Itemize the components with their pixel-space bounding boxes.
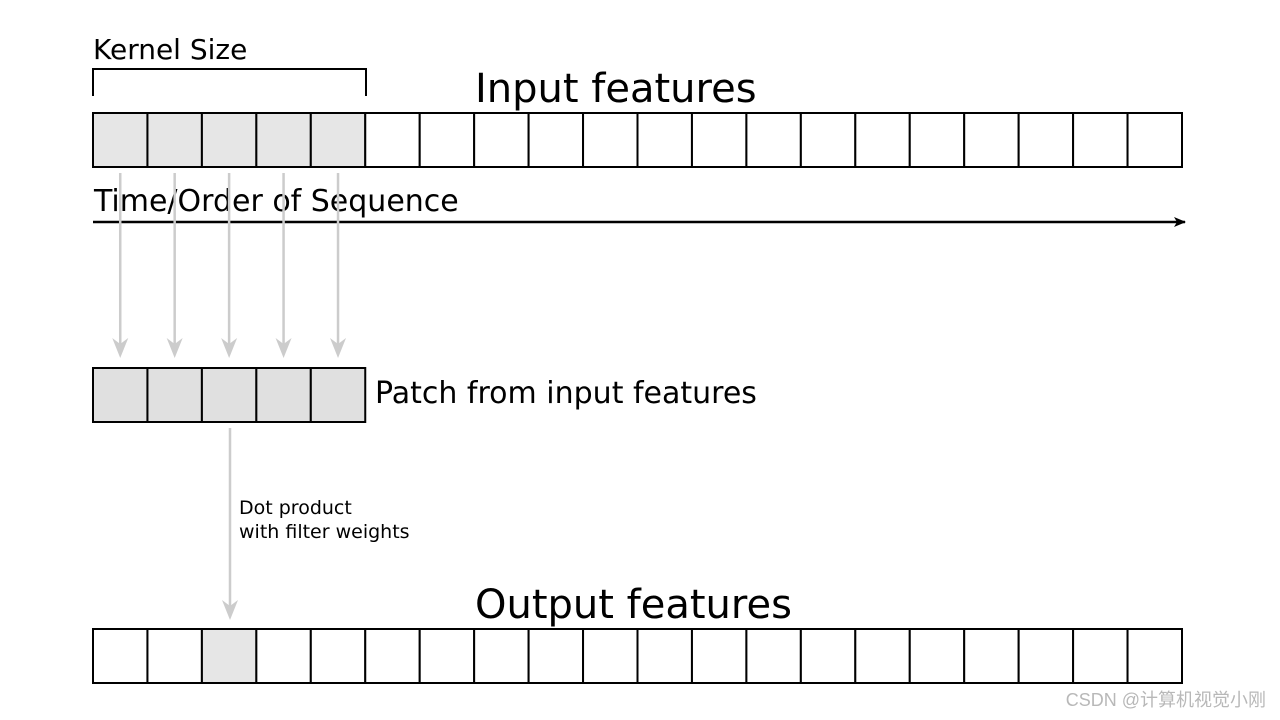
dot-product-label-line1: Dot product bbox=[239, 497, 352, 519]
input-feature-cell bbox=[582, 112, 639, 168]
kernel-size-bracket bbox=[92, 68, 367, 96]
input-feature-cell bbox=[309, 112, 367, 168]
kernel-size-label: Kernel Size bbox=[93, 33, 247, 66]
patch-row bbox=[92, 367, 367, 423]
input-feature-cell bbox=[963, 112, 1020, 168]
patch-label: Patch from input features bbox=[375, 376, 757, 411]
input-feature-cell bbox=[1072, 112, 1129, 168]
output-feature-cell bbox=[200, 628, 258, 684]
output-feature-cell bbox=[854, 628, 911, 684]
input-feature-cell bbox=[636, 112, 693, 168]
input-features-title: Input features bbox=[475, 66, 757, 112]
output-feature-cell bbox=[146, 628, 203, 684]
output-feature-cell bbox=[92, 628, 149, 684]
input-feature-cell bbox=[200, 112, 258, 168]
output-feature-cell bbox=[1017, 628, 1075, 684]
patch-arrows bbox=[112, 173, 347, 358]
output-feature-cell bbox=[963, 628, 1020, 684]
input-feature-cell bbox=[690, 112, 748, 168]
output-feature-cell bbox=[418, 628, 476, 684]
input-feature-row bbox=[92, 112, 1184, 168]
output-feature-cell bbox=[582, 628, 639, 684]
input-feature-cell bbox=[745, 112, 802, 168]
watermark: CSDN @计算机视觉小刚 bbox=[1065, 690, 1266, 710]
output-feature-cell bbox=[255, 628, 312, 684]
input-feature-cell bbox=[527, 112, 585, 168]
input-feature-cell bbox=[473, 112, 530, 168]
output-features-title: Output features bbox=[475, 582, 792, 628]
patch-cell bbox=[255, 367, 312, 423]
patch-cell bbox=[309, 367, 367, 423]
input-feature-cell bbox=[418, 112, 476, 168]
patch-arrow bbox=[275, 173, 292, 358]
output-feature-cell bbox=[745, 628, 802, 684]
patch-arrow bbox=[221, 173, 238, 358]
time-order-label: Time/Order of Sequence bbox=[93, 184, 459, 219]
dot-product-label-line2: with filter weights bbox=[239, 521, 410, 543]
output-feature-cell bbox=[799, 628, 857, 684]
input-feature-cell bbox=[255, 112, 312, 168]
input-feature-cell bbox=[92, 112, 149, 168]
input-feature-cell bbox=[364, 112, 421, 168]
input-feature-cell bbox=[854, 112, 911, 168]
output-feature-row bbox=[92, 628, 1184, 684]
patch-arrow bbox=[330, 173, 347, 358]
input-feature-cell bbox=[908, 112, 966, 168]
output-feature-cell bbox=[908, 628, 966, 684]
input-feature-cell bbox=[1017, 112, 1075, 168]
output-feature-cell bbox=[364, 628, 421, 684]
dot-product-arrow bbox=[222, 428, 238, 620]
output-feature-cell bbox=[1072, 628, 1129, 684]
output-feature-cell bbox=[527, 628, 585, 684]
patch-cell bbox=[92, 367, 149, 423]
patch-cell bbox=[200, 367, 258, 423]
patch-cell bbox=[146, 367, 203, 423]
input-feature-cell bbox=[146, 112, 203, 168]
patch-arrow bbox=[112, 173, 129, 358]
input-feature-cell bbox=[799, 112, 857, 168]
output-feature-cell bbox=[473, 628, 530, 684]
output-feature-cell bbox=[1126, 628, 1184, 684]
output-feature-cell bbox=[690, 628, 748, 684]
output-feature-cell bbox=[309, 628, 367, 684]
input-feature-cell bbox=[1126, 112, 1184, 168]
output-feature-cell bbox=[636, 628, 693, 684]
patch-arrow bbox=[166, 173, 183, 358]
